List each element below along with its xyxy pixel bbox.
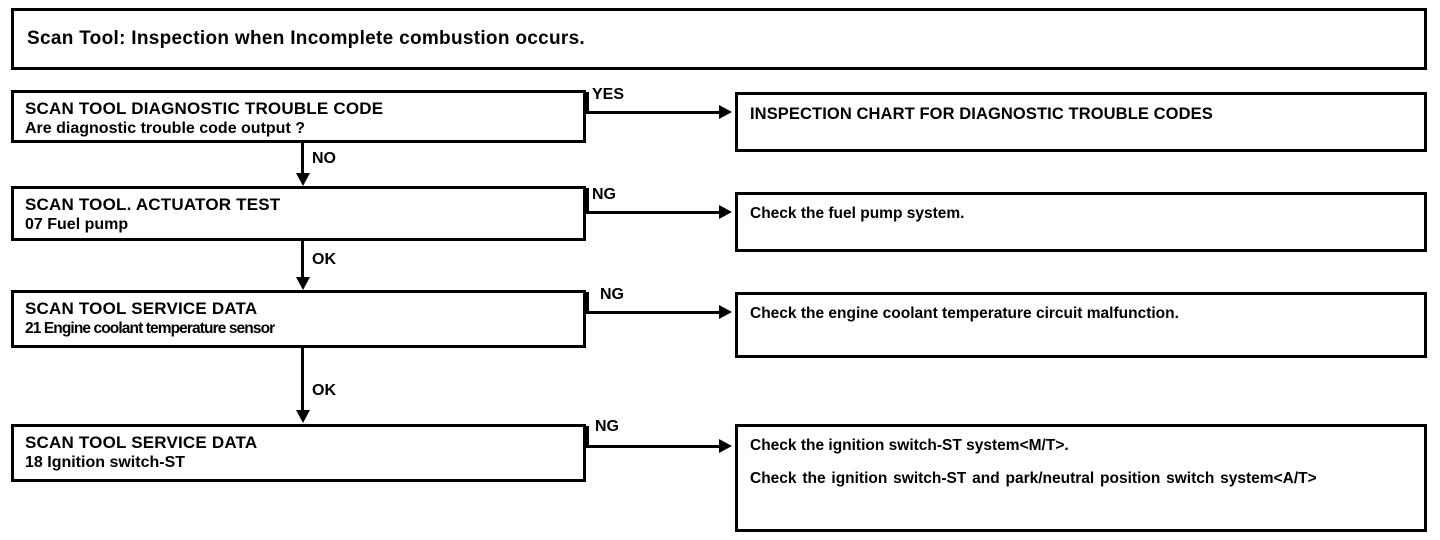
step-detail: Are diagnostic trouble code output ?	[25, 120, 305, 137]
step-title: SCAN TOOL. ACTUATOR TEST	[25, 195, 281, 214]
result-box-inspection-chart[interactable]: INSPECTION CHART FOR DIAGNOSTIC TROUBLE …	[735, 92, 1427, 152]
result-box-coolant-temp-check[interactable]: Check the engine coolant temperature cir…	[735, 292, 1427, 358]
result-line: Check the ignition switch-ST and park/ne…	[750, 470, 1317, 487]
flow-line-no	[301, 143, 304, 175]
branch-line-ng-2	[586, 311, 722, 314]
branch-riser-ng-2	[586, 292, 589, 314]
step-title: SCAN TOOL SERVICE DATA	[25, 299, 258, 318]
edge-label-ng-2: NG	[600, 286, 624, 303]
branch-arrowhead-ng-1	[719, 205, 732, 219]
flow-arrowhead-no	[296, 173, 310, 186]
branch-line-ng-3	[586, 445, 722, 448]
flow-arrowhead-ok-1	[296, 277, 310, 290]
step-box-actuator-test[interactable]: SCAN TOOL. ACTUATOR TEST 07 Fuel pump	[11, 186, 586, 241]
branch-line-ng-1	[586, 211, 722, 214]
result-box-ignition-switch-check[interactable]: Check the ignition switch-ST system<M/T>…	[735, 424, 1427, 532]
result-box-fuel-pump-check[interactable]: Check the fuel pump system.	[735, 192, 1427, 252]
step-box-service-data-21-content: SCAN TOOL SERVICE DATA 21 Engine coolant…	[25, 298, 575, 339]
result-line: Check the ignition switch-ST system<M/T>…	[750, 437, 1069, 454]
result-box-coolant-temp-check-content: Check the engine coolant temperature cir…	[750, 304, 1410, 324]
step-box-dtc-content: SCAN TOOL DIAGNOSTIC TROUBLE CODE Are di…	[25, 98, 575, 139]
edge-label-ng-1: NG	[592, 186, 616, 203]
result-box-inspection-chart-content: INSPECTION CHART FOR DIAGNOSTIC TROUBLE …	[750, 104, 1410, 124]
result-line: Check the engine coolant temperature cir…	[750, 305, 1179, 322]
step-box-service-data-18[interactable]: SCAN TOOL SERVICE DATA 18 Ignition switc…	[11, 424, 586, 482]
step-box-dtc[interactable]: SCAN TOOL DIAGNOSTIC TROUBLE CODE Are di…	[11, 90, 586, 143]
result-box-fuel-pump-check-content: Check the fuel pump system.	[750, 204, 1410, 224]
edge-label-ok-2: OK	[312, 382, 336, 399]
flow-line-ok-1	[301, 241, 304, 279]
step-detail: 07 Fuel pump	[25, 216, 129, 233]
edge-label-ok-1: OK	[312, 251, 336, 268]
header-title: Scan Tool: Inspection when Incomplete co…	[27, 28, 586, 49]
branch-riser-yes	[586, 92, 589, 114]
result-box-ignition-switch-check-content: Check the ignition switch-ST system<M/T>…	[750, 436, 1410, 489]
result-line: INSPECTION CHART FOR DIAGNOSTIC TROUBLE …	[750, 105, 1213, 123]
step-box-service-data-21[interactable]: SCAN TOOL SERVICE DATA 21 Engine coolant…	[11, 290, 586, 348]
edge-label-ng-3: NG	[595, 418, 619, 435]
step-detail: 21 Engine coolant temperature sensor	[25, 320, 275, 337]
branch-riser-ng-3	[586, 426, 589, 448]
flow-arrowhead-ok-2	[296, 410, 310, 423]
flow-line-ok-2	[301, 348, 304, 412]
step-title: SCAN TOOL SERVICE DATA	[25, 433, 258, 452]
branch-line-yes	[586, 111, 722, 114]
branch-arrowhead-ng-2	[719, 305, 732, 319]
step-title: SCAN TOOL DIAGNOSTIC TROUBLE CODE	[25, 99, 384, 118]
step-detail: 18 Ignition switch-ST	[25, 454, 186, 471]
branch-riser-ng-1	[586, 188, 589, 212]
result-line: Check the fuel pump system.	[750, 205, 965, 222]
edge-label-no: NO	[312, 150, 336, 167]
step-box-service-data-18-content: SCAN TOOL SERVICE DATA 18 Ignition switc…	[25, 432, 575, 473]
edge-label-yes: YES	[592, 86, 625, 103]
branch-arrowhead-yes	[719, 105, 732, 119]
header-banner: Scan Tool: Inspection when Incomplete co…	[11, 8, 1427, 70]
step-box-actuator-test-content: SCAN TOOL. ACTUATOR TEST 07 Fuel pump	[25, 194, 575, 235]
branch-arrowhead-ng-3	[719, 439, 732, 453]
